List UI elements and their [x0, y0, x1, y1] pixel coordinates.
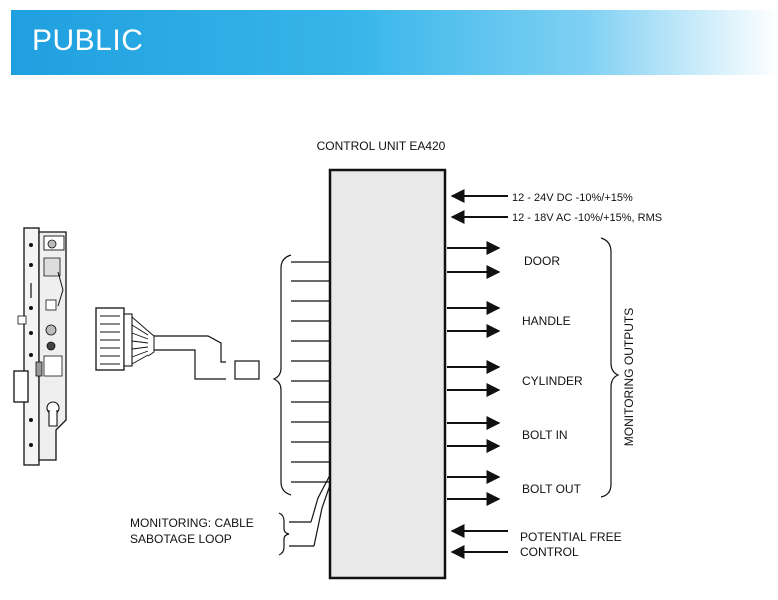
monitoring-outputs-bracket — [600, 237, 620, 498]
page-title: PUBLIC — [32, 24, 144, 57]
output-label-handle: HANDLE — [522, 314, 571, 328]
monitoring-outputs-label: MONITORING OUTPUTS — [622, 308, 636, 446]
power-ac-label: 12 - 18V AC -10%/+15%, RMS — [512, 212, 662, 224]
sabotage-loop-wire-2 — [313, 484, 331, 547]
cable-end — [234, 360, 260, 380]
monitoring-cable-bracket — [278, 512, 290, 556]
output-label-bolt-in: BOLT IN — [522, 428, 568, 442]
control-unit-box — [328, 168, 447, 580]
cable — [154, 335, 226, 380]
output-arrows — [447, 241, 501, 506]
terminals-bracket — [272, 254, 292, 496]
monitoring-cable-label-line1: MONITORING: CABLE — [130, 516, 254, 530]
output-label-cylinder: CYLINDER — [522, 374, 583, 388]
power-dc-label: 12 - 24V DC -10%/+15% — [512, 192, 633, 204]
lock-body — [13, 227, 67, 466]
monitoring-cable-label-line2: SABOTAGE LOOP — [130, 532, 232, 546]
input-terminals — [291, 261, 330, 483]
control-label-line1: POTENTIAL FREE — [520, 530, 622, 544]
control-unit-label: CONTROL UNIT EA420 — [317, 139, 446, 153]
output-label-bolt-out: BOLT OUT — [522, 482, 582, 496]
cable-connector — [95, 307, 155, 371]
control-label-line2: CONTROL — [520, 545, 579, 559]
output-label-door: DOOR — [524, 254, 560, 268]
header-banner: PUBLIC — [11, 10, 778, 75]
sabotage-loop-wire-1 — [310, 474, 331, 523]
